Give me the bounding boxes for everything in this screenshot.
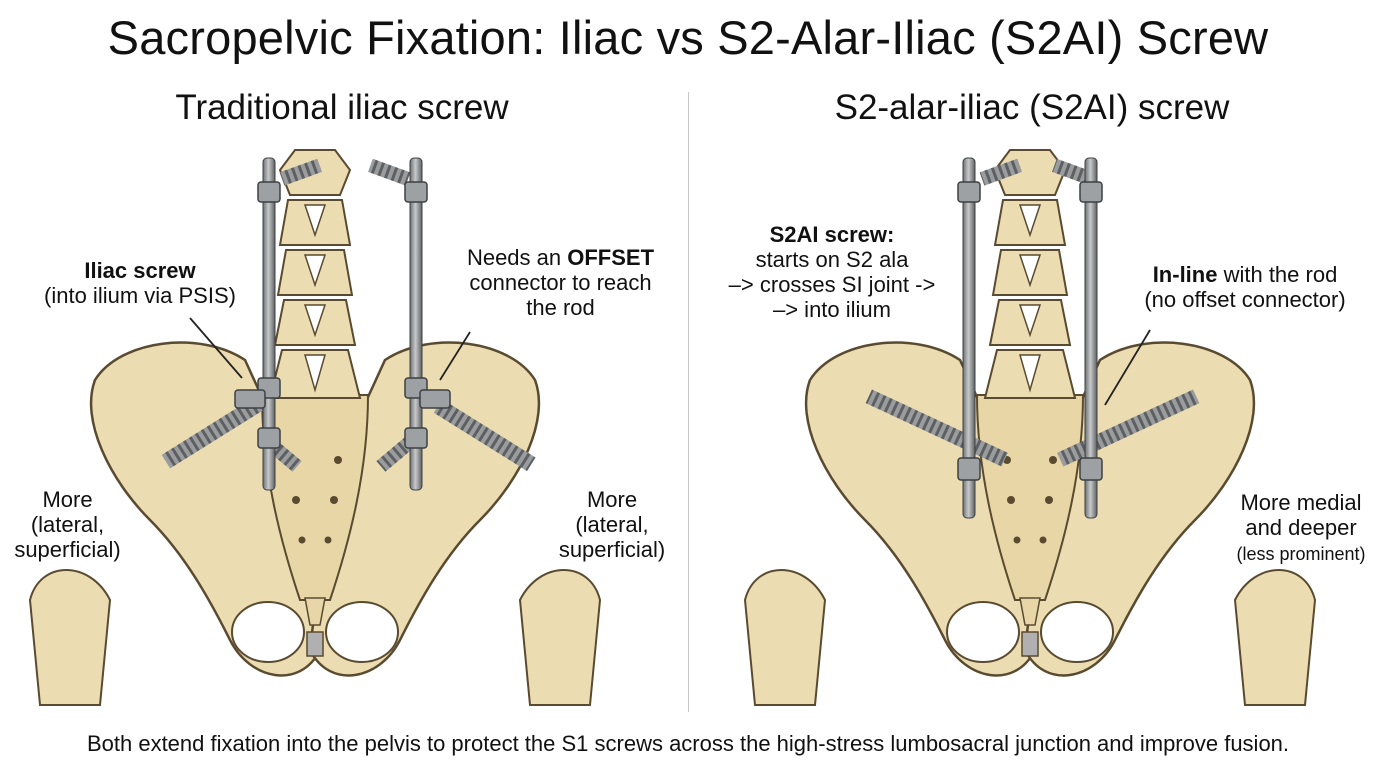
- left-side-position-label: More(lateral,superficial): [14, 487, 121, 562]
- panel-divider: [688, 92, 689, 712]
- right-rod: [409, 157, 423, 491]
- s2ai-screw-label: S2AI screw: starts on S2 ala –> crosses …: [728, 222, 936, 322]
- left-pelvis: [28, 148, 602, 707]
- right-side-position-label: More(lateral,superficial): [558, 487, 666, 562]
- right-pelvis: [743, 148, 1317, 707]
- footer-caption: Both extend fixation into the pelvis to …: [86, 731, 1290, 756]
- left-panel-title: Traditional iliac screw: [175, 88, 509, 127]
- left-offset-connector: [234, 389, 266, 409]
- left-rod: [262, 157, 276, 491]
- right-iliac-screw: [433, 399, 536, 472]
- page-title: Sacropelvic Fixation: Iliac vs S2-Alar-I…: [107, 11, 1269, 64]
- right-panel-title: S2-alar-iliac (S2AI) screw: [834, 88, 1230, 127]
- inline-rod-label: In-line with the rod (no offset connecto…: [1144, 262, 1346, 312]
- left-iliac-screw: [161, 396, 264, 469]
- iliac-screw-label: Iliac screw(into ilium via PSIS): [44, 258, 236, 308]
- right-offset-connector: [419, 389, 451, 409]
